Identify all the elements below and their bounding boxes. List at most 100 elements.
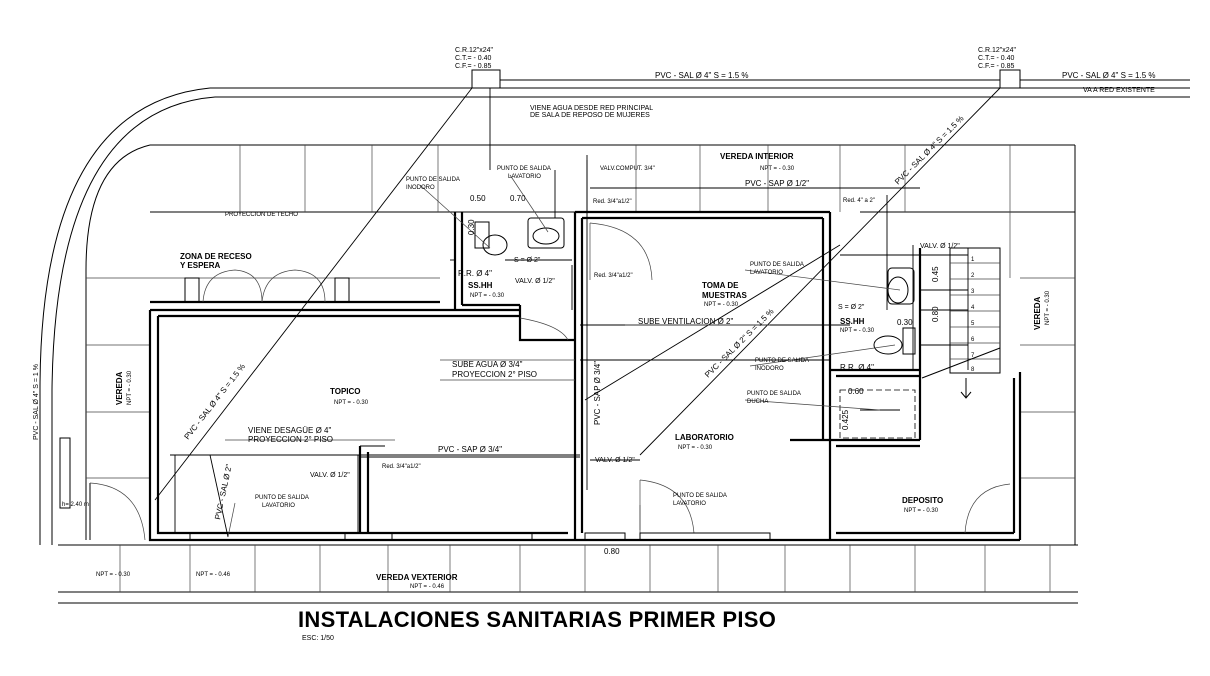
room-vereda-right-npt: NPT = - 0.30	[1045, 290, 1051, 325]
drawing-title: INSTALACIONES SANITARIAS PRIMER PISO	[298, 607, 776, 632]
dim-0425: 0.425	[841, 409, 850, 430]
room-vereda-left: VEREDA	[115, 371, 124, 405]
agua-red-label-2: DE SALA DE REPOSO DE MUJERES	[530, 112, 650, 119]
room-laboratorio-npt: NPT = - 0.30	[678, 445, 713, 451]
s2-b-label: S = Ø 2"	[838, 304, 865, 311]
stair-4: 4	[971, 305, 975, 311]
room-vereda-interior-npt: NPT = - 0.30	[760, 166, 795, 172]
room-topico-npt: NPT = - 0.30	[334, 400, 369, 406]
pipe-top-sal-2: PVC - SAL Ø 4" S = 1.5 %	[1062, 71, 1155, 80]
pt-lab-lav: PUNTO DE SALIDA	[673, 493, 727, 499]
sal-2-left-label: PVC - SAL Ø 2"	[213, 463, 234, 520]
room-vereda-exterior-npt: NPT = - 0.46	[410, 584, 445, 590]
diag-left-label: PVC - SAL Ø 4" S = 1.5 %	[182, 362, 247, 441]
room-laboratorio: LABORATORIO	[675, 433, 734, 442]
dim-030a: 0.30	[467, 219, 476, 235]
box1-l1: C.R.12"x24"	[455, 47, 494, 54]
pt-lavatorio-2: LAVATORIO	[508, 174, 541, 180]
red-4-2-label: Red. 4" a 2"	[843, 198, 875, 204]
red-34-c-label: Red. 3/4"a1/2"	[594, 273, 633, 279]
drawing-scale: ESC: 1/50	[302, 635, 334, 642]
stair-7: 7	[971, 353, 975, 359]
valv-a-label: VALV. Ø 1/2"	[310, 472, 350, 479]
npt-046-label: NPT = - 0.46	[196, 572, 231, 578]
room-deposito: DEPOSITO	[902, 496, 943, 505]
room-topico: TOPICO	[330, 387, 361, 396]
pt-lavatorio: PUNTO DE SALIDA	[497, 166, 551, 172]
dim-080a: 0.80	[931, 306, 940, 322]
pt-r-ducha-2: DUCHA	[747, 399, 768, 405]
stair-3: 3	[971, 289, 975, 295]
room-proyeccion-techo: PROYECCION DE TECHO	[225, 212, 298, 218]
stair-1: 1	[971, 257, 975, 263]
room-sshh-1-npt: NPT = - 0.30	[470, 293, 505, 299]
stair-8: 8	[971, 367, 975, 373]
box1-l3: C.F.= - 0.85	[455, 63, 491, 70]
dim-080b: 0.80	[604, 547, 620, 556]
viene-desague-label: VIENE DESAGÜE Ø 4"	[248, 426, 331, 435]
stair-5: 5	[971, 321, 975, 327]
npt-030-label: NPT = - 0.30	[96, 572, 131, 578]
stair-2: 2	[971, 273, 975, 279]
registry-boxes	[471, 69, 1021, 89]
dim-050: 0.50	[470, 194, 486, 203]
room-vereda-right: VEREDA	[1033, 296, 1042, 330]
box2-l1: C.R.12"x24"	[978, 47, 1017, 54]
proy-2-label: PROYECCION 2° PISO	[452, 370, 537, 379]
room-sshh-1: SS.HH	[468, 281, 493, 290]
sap-34-v-label: PVC - SAP Ø 3/4"	[593, 361, 602, 425]
box2-l3: C.F.= - 0.85	[978, 63, 1014, 70]
sube-agua-label: SUBE AGUA Ø 3/4"	[452, 360, 523, 369]
rr-4-b-label: R.R. Ø 4"	[840, 363, 874, 372]
room-zona-receso: ZONA DE RECESO	[180, 252, 252, 261]
pt-top-lav: PUNTO DE SALIDA	[255, 495, 309, 501]
pt-r-lav-2: LAVATORIO	[750, 270, 783, 276]
agua-red-label: VIENE AGUA DESDE RED PRINCIPAL	[530, 105, 653, 112]
site-outline	[39, 87, 1190, 604]
dim-060: 0.60	[848, 387, 864, 396]
box2-l2: C.T.= - 0.40	[978, 55, 1014, 62]
valv-c-label: VALV. Ø 1/2"	[595, 457, 635, 464]
valv-d-label: VALV. Ø 1/2"	[920, 243, 960, 250]
valv-b-label: VALV. Ø 1/2"	[515, 278, 555, 285]
room-sshh-2: SS.HH	[840, 317, 865, 326]
sap-34-h-label: PVC - SAP Ø 3/4"	[438, 445, 502, 454]
red-existente-label: VA A RED EXISTENTE	[1083, 87, 1155, 94]
pt-inodoro-2: INODORO	[406, 185, 435, 191]
room-vereda-left-npt: NPT = - 0.30	[127, 370, 133, 405]
left-vertical-label: PVC - SAL Ø 4" S = 1 %	[33, 364, 40, 440]
room-toma-muestras: TOMA DE	[702, 281, 739, 290]
pipe-network	[154, 79, 1190, 538]
pt-r-ino-2: INODORO	[755, 366, 784, 372]
stair-6: 6	[971, 337, 975, 343]
h-note: h= 2.40 m	[62, 502, 89, 508]
red-34-label: Red. 3/4"a1/2"	[593, 199, 632, 205]
room-sshh-2-npt: NPT = - 0.30	[840, 328, 875, 334]
proy-2b-label: PROYECCION 2° PISO	[248, 435, 333, 444]
fixtures	[474, 217, 916, 439]
diag-right-label: PVC - SAL Ø 4" S = 1.5 %	[893, 114, 965, 186]
valv-comput-label: VALV.COMPUT. 3/4"	[600, 166, 655, 172]
red-34-b-label: Red. 3/4"a1/2"	[382, 464, 421, 470]
pt-inodoro: PUNTO DE SALIDA	[406, 177, 460, 183]
pipe-top-sal-1: PVC - SAL Ø 4" S = 1.5 %	[655, 71, 748, 80]
building-walls	[59, 210, 1022, 542]
room-vereda-exterior: VEREDA VEXTERIOR	[376, 573, 458, 582]
room-vereda-interior: VEREDA INTERIOR	[720, 152, 794, 161]
rr-4-a-label: R.R. Ø 4"	[458, 269, 492, 278]
box1-l2: C.T.= - 0.40	[455, 55, 491, 62]
room-toma-muestras-2: MUESTRAS	[702, 291, 748, 300]
room-toma-npt: NPT = - 0.30	[704, 302, 739, 308]
dim-070: 0.70	[510, 194, 526, 203]
dim-045: 0.45	[931, 266, 940, 282]
sube-vent-label: SUBE VENTILACION Ø 2"	[638, 317, 733, 326]
annotations: C.R.12"x24" C.T.= - 0.40 C.F.= - 0.85 C.…	[33, 47, 1155, 642]
dim-030b: 0.30	[897, 318, 913, 327]
pt-r-lav: PUNTO DE SALIDA	[750, 262, 804, 268]
pt-r-ino: PUNTO DE SALIDA	[755, 358, 809, 364]
room-zona-receso-2: Y ESPERA	[180, 261, 221, 270]
pt-lab-lav-2: LAVATORIO	[673, 501, 706, 507]
pt-top-lav-2: LAVATORIO	[262, 503, 295, 509]
s2-a-label: S = Ø 2"	[514, 257, 541, 264]
